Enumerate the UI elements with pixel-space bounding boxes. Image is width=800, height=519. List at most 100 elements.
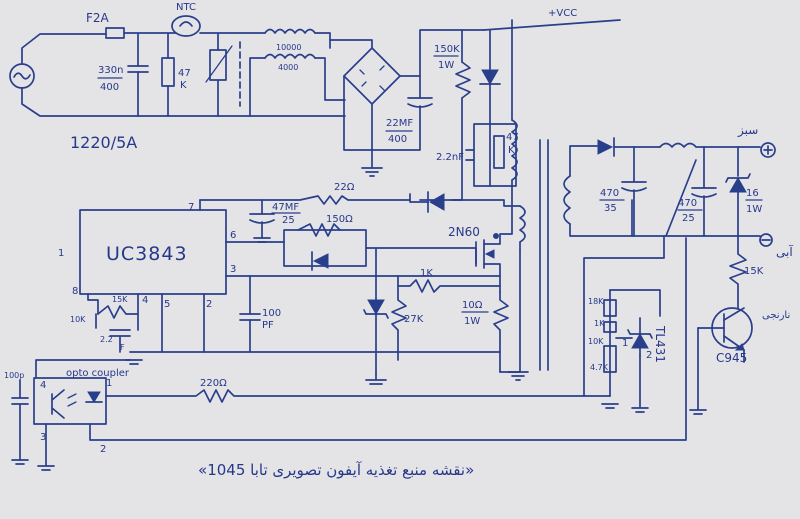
mosfet-dot (493, 233, 499, 239)
resistor-150r (297, 223, 341, 237)
input-spec-label: 1220/5A (70, 133, 137, 152)
tl431-feedback: 18K 1K 10K 4.7K 1 2 TL431 (588, 289, 667, 413)
schematic-title: «نقشه منبع تغذیه آیفون تصویری تابا 1045» (198, 461, 474, 479)
aux-supply: 22Ω 47MF 25 (199, 182, 445, 243)
secondary-output: 470 35 سبز 470 25 16 1W آبی 15K (583, 123, 793, 415)
resistor-18k (603, 299, 617, 317)
uc3843-chip (79, 209, 227, 295)
out-orange-label: نارنجی (762, 310, 790, 321)
choke-label-top: 10000 (276, 43, 301, 52)
r10k-fb-label: 10K (588, 337, 604, 346)
ntc-symbol (179, 21, 193, 27)
output-diode (597, 139, 614, 155)
opto-light-arrows (67, 393, 77, 407)
ground-tl431-icon (631, 355, 649, 413)
resistor-1k-sense (397, 279, 501, 293)
pin7-label: 7 (188, 202, 194, 213)
opto-led (87, 391, 101, 403)
tl-pin2-label: 2 (646, 350, 652, 361)
wire-bulk-cap-bottom (343, 105, 421, 151)
bulk-cap-label: 22MF (386, 118, 413, 129)
c100-unit: PF (262, 320, 274, 331)
aux-diode (428, 193, 445, 211)
mosfet-source (483, 263, 501, 293)
wire-secondary-top (569, 145, 599, 177)
opto-label: opto coupler (66, 368, 130, 379)
r15k-label: 15K (112, 295, 128, 304)
ground-sense-icon (365, 373, 387, 385)
wire-opto-to-ic (35, 359, 131, 379)
bulk-cap-voltage: 400 (388, 134, 407, 145)
wire-secondary-feedback (583, 235, 665, 397)
optocoupler-body (33, 377, 107, 425)
c47-voltage: 25 (282, 215, 295, 226)
pin5-label: 5 (164, 299, 170, 310)
pin1-label: 1 (58, 248, 64, 259)
bridge-diode-marks (359, 65, 385, 91)
transistor-label: C945 (716, 351, 747, 365)
pin8-label: 8 (72, 286, 78, 297)
output-plus-terminal[interactable] (760, 142, 776, 158)
gate-diode (312, 253, 329, 269)
r10-watt: 1W (464, 316, 480, 327)
r10-label: 10Ω (462, 300, 483, 311)
tl-pin1-label: 1 (622, 338, 628, 349)
cap-470-25 (691, 146, 717, 237)
wire-bridge-plus (399, 29, 485, 77)
resistor-4-7k (603, 345, 617, 373)
tl431-symbol (631, 332, 649, 349)
c47-label: 47MF (272, 202, 299, 213)
vcc-rail-line (483, 19, 621, 31)
wire-tl431-top (609, 289, 661, 317)
r220-label: 220Ω (200, 378, 227, 389)
r47k-input-label: 47 (178, 68, 191, 79)
r15k-out-label: 15K (744, 266, 764, 277)
primary-winding (511, 119, 518, 187)
snubber-diode (481, 69, 499, 86)
mosfet-label: 2N60 (448, 225, 480, 239)
fuse-label: F2A (86, 11, 110, 25)
pin4-label: 4 (142, 295, 148, 306)
out-green-label: سبز (737, 123, 758, 138)
wire-diagonal (665, 159, 697, 237)
ground-primary-icon (361, 167, 383, 177)
mains-input: F2A NTC 330n 400 47 K 10000 4000 (9, 2, 485, 177)
gate-drive: 150Ω 2N60 10Ω 1W 1K 27K 100 PF (70, 185, 529, 385)
zener-16v-bar (725, 173, 751, 183)
ground-transistor-icon (689, 327, 707, 415)
wire-aux-diode (409, 193, 429, 203)
wire-bridge-top (329, 39, 373, 49)
snubber-network (473, 123, 517, 187)
transistor-arrow (734, 343, 745, 351)
c470b-label: 470 (678, 198, 697, 209)
wire-choke-bridge-2 (314, 57, 346, 101)
snubber-cap (465, 149, 475, 161)
ac-sine-icon (13, 72, 31, 80)
choke-coil-bottom (264, 53, 316, 59)
output-gnd-terminal[interactable] (759, 233, 773, 247)
opto-pin4: 4 (40, 380, 46, 391)
mosfet-arrow (484, 249, 495, 259)
r150-label: 150Ω (326, 214, 353, 225)
tl431-bar (627, 329, 653, 339)
snubber-cap-label: 2.2nF (436, 152, 464, 163)
snubber-r-unit: K (508, 145, 515, 156)
cap-opto (11, 379, 29, 461)
ground-mosfet-icon (507, 371, 529, 381)
resistor-1k-fb (603, 321, 617, 333)
resistor-27k (391, 275, 407, 361)
zener-primary (367, 299, 385, 316)
opto-pin1: 1 (106, 378, 112, 389)
r4-7k-label: 4.7K (590, 363, 609, 372)
opto-pin3: 3 (40, 432, 46, 443)
r22-label: 22Ω (334, 182, 355, 193)
ground-opto-icon (37, 423, 55, 471)
zener16-label: 16 (746, 188, 759, 199)
opto-phototransistor (51, 389, 65, 419)
varistor (209, 49, 227, 81)
zener16-watt: 1W (746, 204, 762, 215)
r18k-label: 18K (588, 297, 604, 306)
